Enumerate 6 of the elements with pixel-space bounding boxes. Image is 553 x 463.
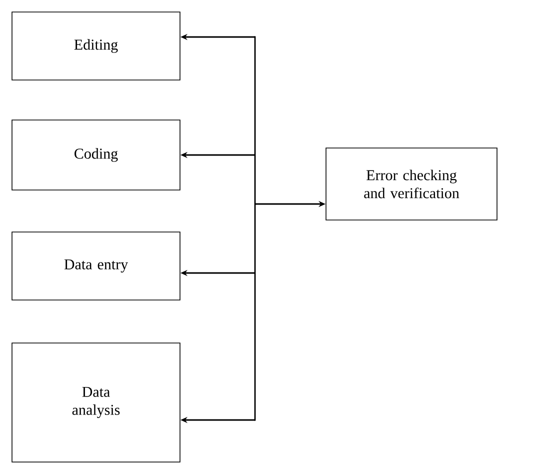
process-box: Data entry xyxy=(12,232,180,300)
process-box: Editing xyxy=(12,12,180,80)
process-box: Coding xyxy=(12,120,180,190)
trunk-line xyxy=(254,36,256,421)
process-box: Error checking and verification xyxy=(326,148,498,220)
process-box: Data analysis xyxy=(12,342,180,462)
